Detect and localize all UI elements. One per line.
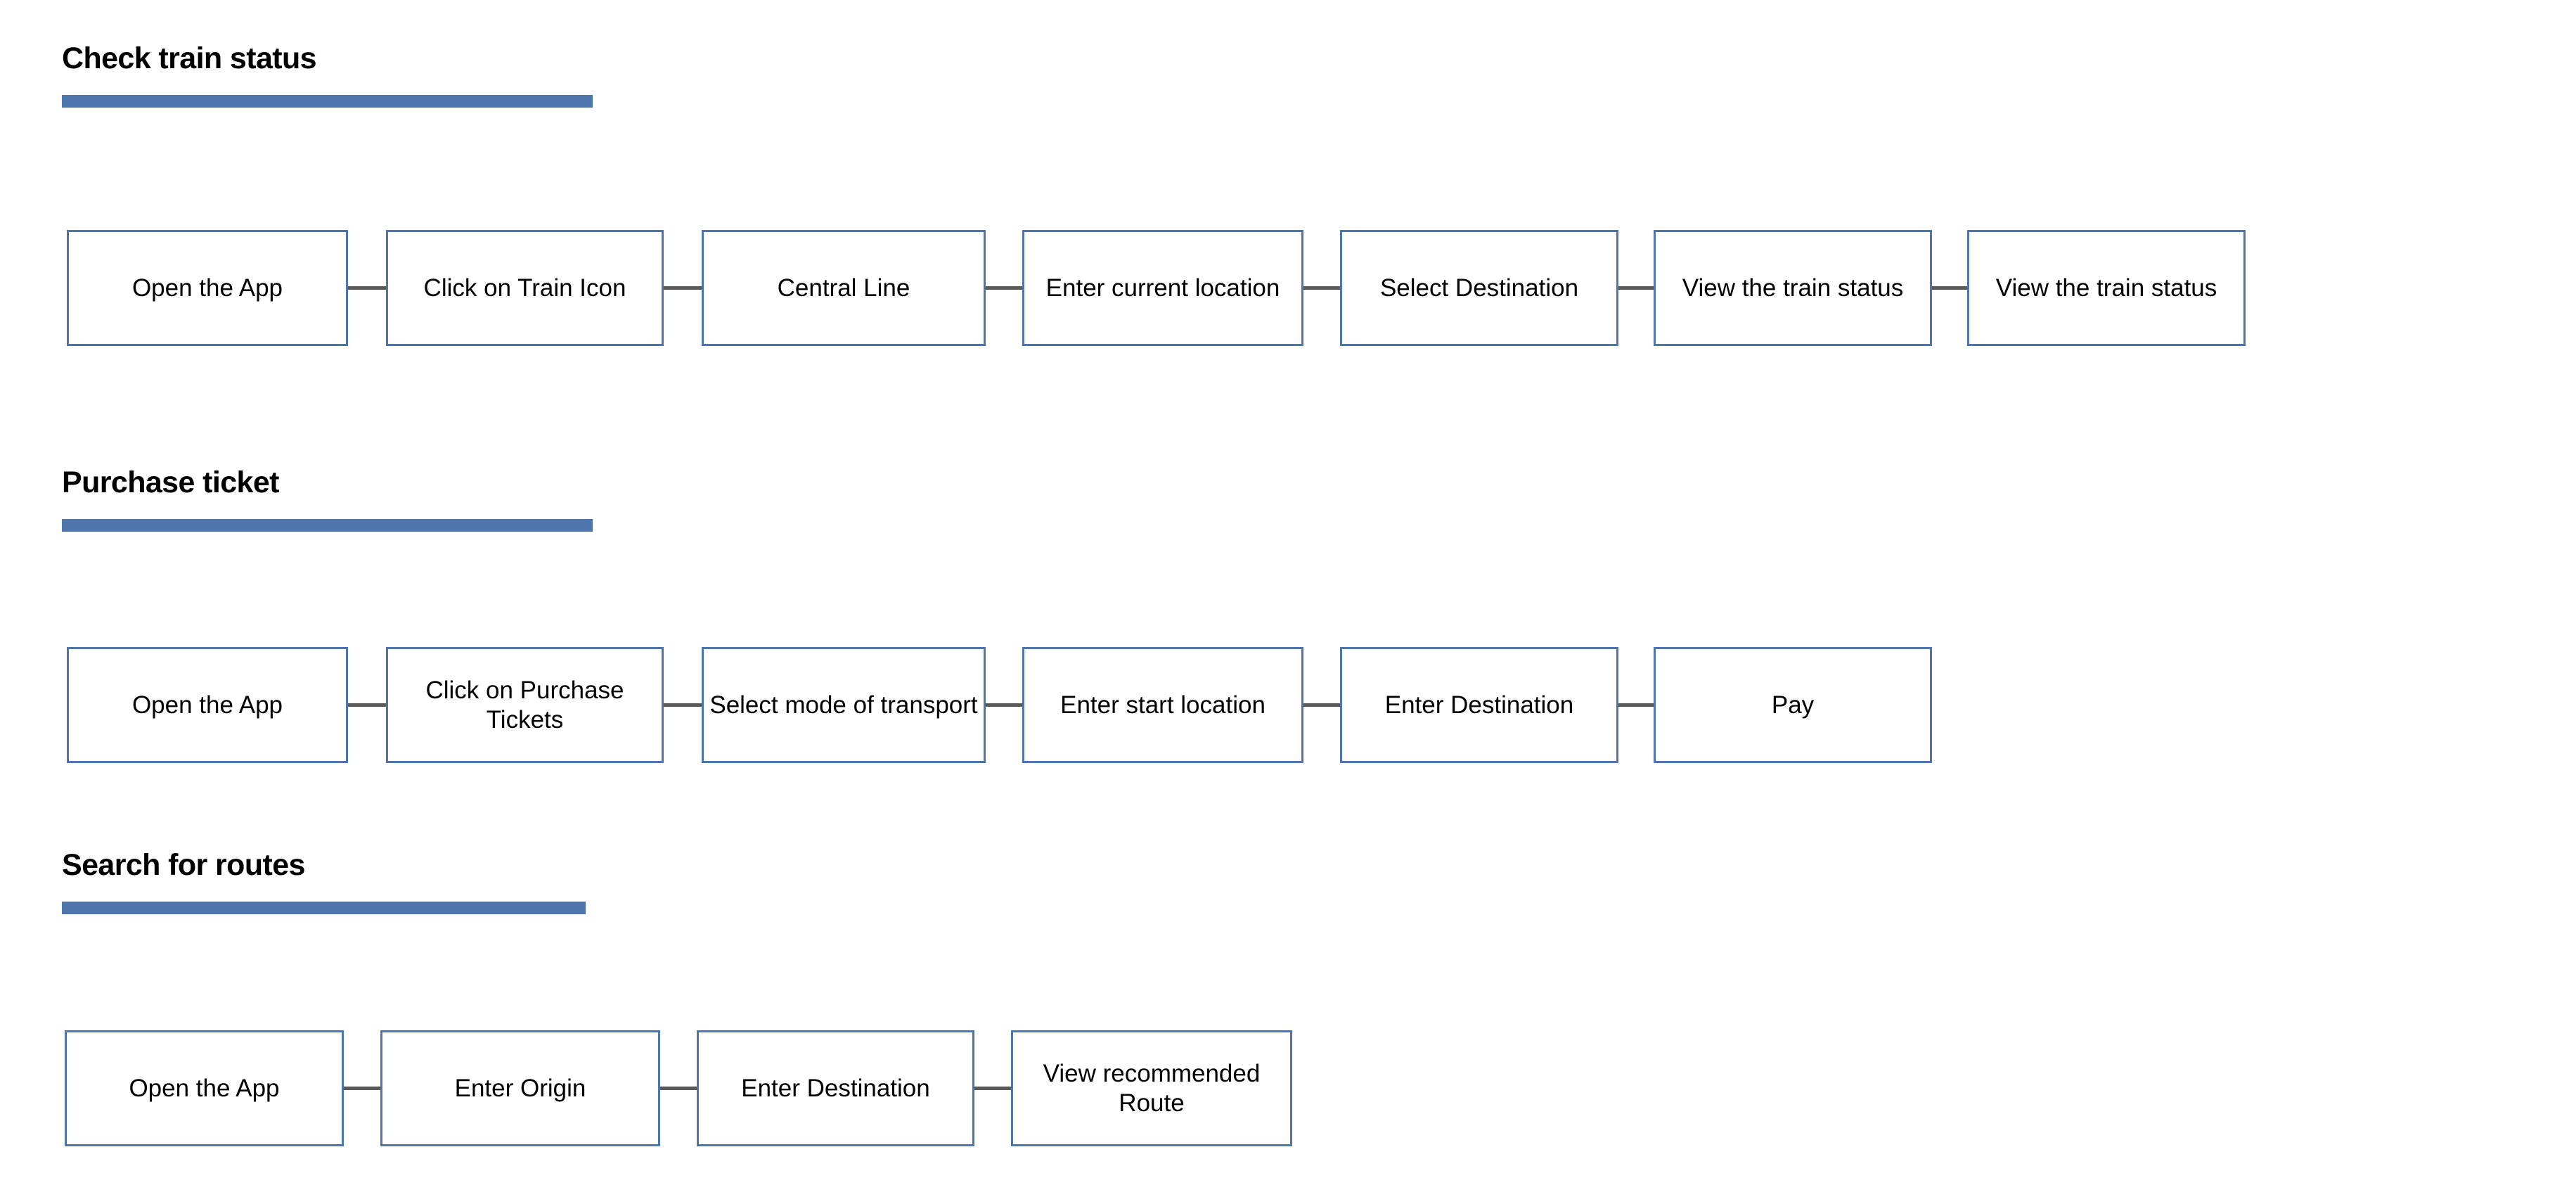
flow-node-pay[interactable]: Pay	[1654, 647, 1932, 763]
flow-node-label: Select mode of transport	[709, 691, 978, 719]
connector-1-5	[1618, 286, 1654, 290]
connector-3-2	[660, 1087, 697, 1090]
flow-node-label: Click on Train Icon	[423, 274, 626, 302]
flow-node-open-the-app[interactable]: Open the App	[65, 1030, 344, 1146]
flow-node-label: View the train status	[1995, 274, 2217, 302]
flow-node-label: Enter start location	[1060, 691, 1266, 719]
flow-node-open-the-app[interactable]: Open the App	[67, 230, 348, 346]
flow-node-label: Central Line	[777, 274, 910, 302]
section-heading-purchase-ticket: Purchase ticket	[62, 466, 279, 499]
flow-node-select-destination[interactable]: Select Destination	[1340, 230, 1618, 346]
flow-node-open-the-app[interactable]: Open the App	[67, 647, 348, 763]
connector-3-1	[344, 1087, 380, 1090]
connector-2-3	[986, 703, 1022, 707]
flow-node-enter-start-location[interactable]: Enter start location	[1022, 647, 1303, 763]
heading-underline-bar-2	[62, 519, 593, 532]
flow-node-label: Pay	[1771, 691, 1815, 719]
flow-node-label: View the train status	[1682, 274, 1904, 302]
flow-node-click-on-train-icon[interactable]: Click on Train Icon	[386, 230, 664, 346]
connector-2-2	[664, 703, 702, 707]
flow-node-enter-destination[interactable]: Enter Destination	[1340, 647, 1618, 763]
flow-node-select-mode-of-transport[interactable]: Select mode of transport	[702, 647, 986, 763]
flow-node-label: View recommended Route	[1043, 1060, 1261, 1117]
flow-node-central-line[interactable]: Central Line	[702, 230, 986, 346]
heading-underline-bar-3	[62, 902, 586, 914]
connector-1-3	[986, 286, 1022, 290]
flow-node-enter-current-location[interactable]: Enter current location	[1022, 230, 1303, 346]
flow-node-label: Select Destination	[1379, 274, 1579, 302]
flow-node-label: Open the App	[131, 691, 283, 719]
section-heading-check-train-status: Check train status	[62, 41, 317, 75]
flow-node-label: Click on Purchase Tickets	[425, 677, 624, 734]
connector-1-1	[348, 286, 386, 290]
connector-2-1	[348, 703, 386, 707]
connector-1-6	[1932, 286, 1967, 290]
flow-node-label: Open the App	[131, 274, 283, 302]
flow-node-enter-destination[interactable]: Enter Destination	[697, 1030, 974, 1146]
flow-node-view-the-train-status-1[interactable]: View the train status	[1654, 230, 1932, 346]
connector-1-4	[1303, 286, 1340, 290]
flow-node-label: Open the App	[129, 1074, 280, 1102]
flow-node-enter-origin[interactable]: Enter Origin	[380, 1030, 660, 1146]
flow-node-label: Enter Origin	[454, 1074, 586, 1102]
connector-3-3	[974, 1087, 1011, 1090]
flow-node-click-on-purchase-tickets[interactable]: Click on Purchase Tickets	[386, 647, 664, 763]
flow-node-view-the-train-status-2[interactable]: View the train status	[1967, 230, 2246, 346]
heading-underline-bar-1	[62, 95, 593, 108]
flow-node-label: Enter current location	[1045, 274, 1280, 302]
connector-2-4	[1303, 703, 1340, 707]
flow-node-label: Enter Destination	[741, 1074, 930, 1102]
connector-2-5	[1618, 703, 1654, 707]
section-heading-search-for-routes: Search for routes	[62, 848, 305, 882]
flow-node-view-recommended-route[interactable]: View recommended Route	[1011, 1030, 1292, 1146]
flow-node-label: Enter Destination	[1384, 691, 1574, 719]
connector-1-2	[664, 286, 702, 290]
